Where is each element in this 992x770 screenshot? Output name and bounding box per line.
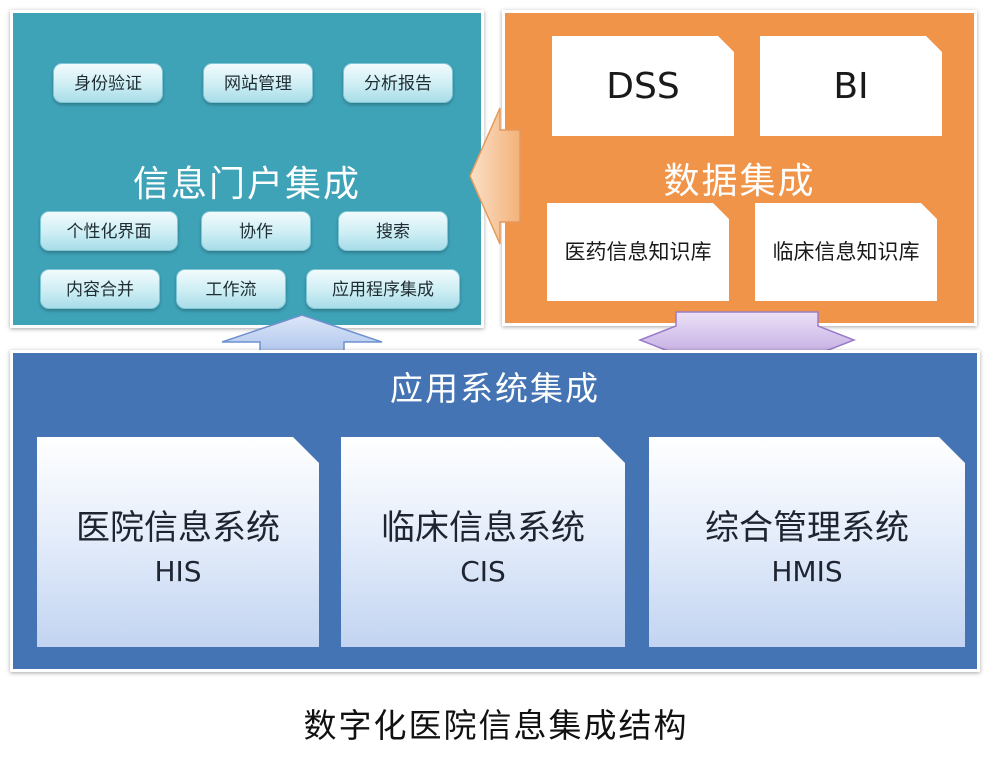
module-content-merge: 内容合并: [40, 269, 160, 309]
data-integration-title: 数据集成: [663, 161, 816, 202]
application-integration-panel: 应用系统集成 医院信息系统 HIS 临床信息系统 CIS 综合管理系统 HMIS: [10, 350, 980, 672]
module-workflow: 工作流: [176, 269, 286, 309]
module-identity-auth: 身份验证: [53, 63, 163, 103]
portal-title: 信息门户集成: [132, 164, 361, 205]
system-card-cis: 临床信息系统 CIS: [341, 437, 625, 647]
system-name: 综合管理系统: [705, 508, 909, 548]
system-name: 临床信息系统: [381, 508, 585, 548]
bi-box: BI: [760, 36, 942, 136]
left-arrow-icon: [469, 107, 521, 245]
system-abbr: HMIS: [771, 555, 843, 588]
application-integration-title: 应用系统集成: [390, 369, 600, 408]
diagram-caption: 数字化医院信息集成结构: [303, 706, 689, 745]
module-analysis-report: 分析报告: [343, 63, 453, 103]
module-collaboration: 协作: [201, 211, 311, 251]
pharma-kb-box: 医药信息知识库: [547, 203, 729, 301]
system-abbr: CIS: [460, 555, 506, 588]
system-name: 医院信息系统: [76, 508, 280, 548]
module-personalized-ui: 个性化界面: [40, 211, 178, 251]
module-search: 搜索: [338, 211, 448, 251]
portal-integration-panel: 身份验证 网站管理 分析报告 信息门户集成 个性化界面 协作 搜索 内容合并 工…: [10, 10, 484, 328]
module-site-management: 网站管理: [203, 63, 313, 103]
clinical-kb-box: 临床信息知识库: [755, 203, 937, 301]
data-integration-panel: DSS BI 数据集成 医药信息知识库 临床信息知识库: [502, 10, 977, 326]
system-abbr: HIS: [154, 555, 202, 588]
dss-box: DSS: [552, 36, 734, 136]
system-card-his: 医院信息系统 HIS: [37, 437, 319, 647]
module-app-integration: 应用程序集成: [306, 269, 460, 309]
system-card-hmis: 综合管理系统 HMIS: [649, 437, 965, 647]
